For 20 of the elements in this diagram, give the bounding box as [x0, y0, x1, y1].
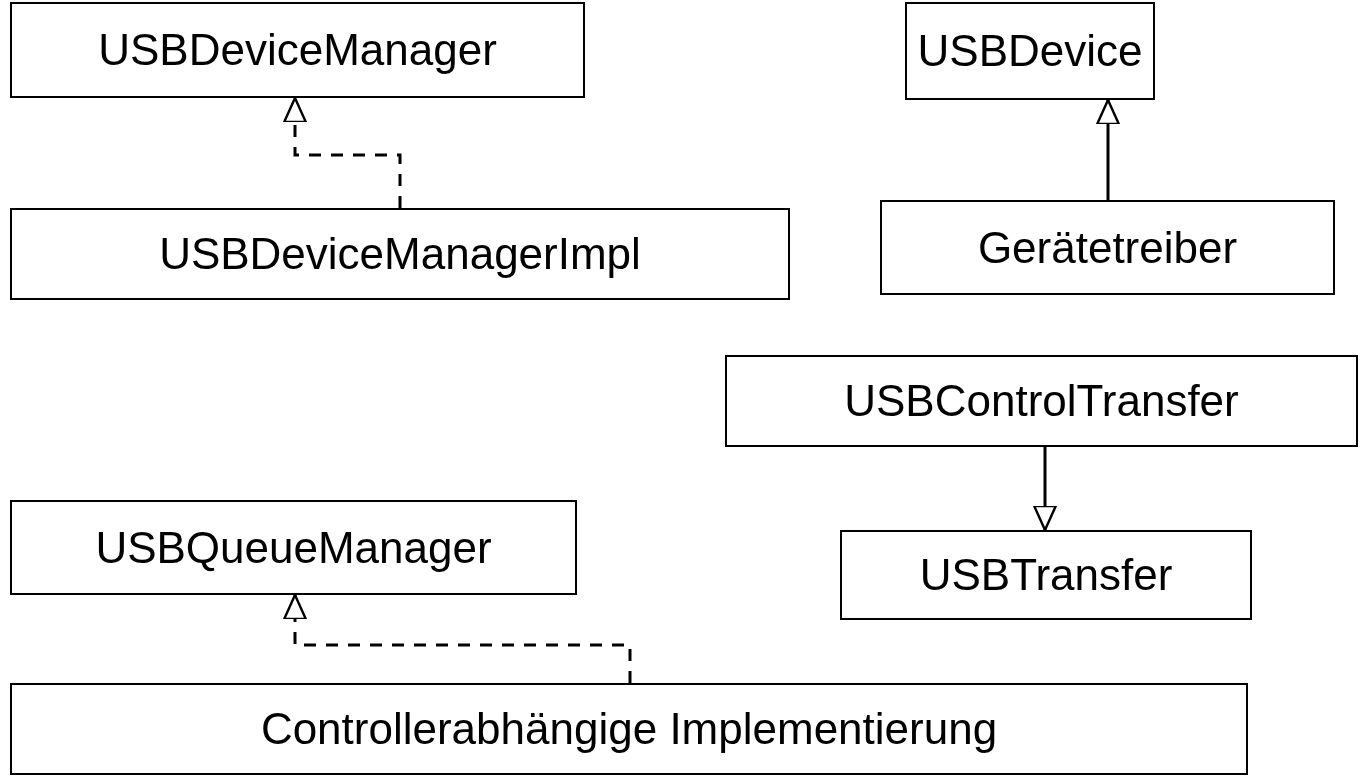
generalization-arrow [1033, 447, 1057, 532]
class-box [840, 530, 1252, 620]
class-box [880, 200, 1335, 295]
class-box [725, 355, 1358, 447]
class-name: USBDevice [917, 29, 1143, 73]
generalization-arrow [283, 96, 402, 208]
class-name: USBQueueManager [95, 525, 492, 570]
class-name: USBTransfer [919, 553, 1173, 597]
class-box [10, 208, 790, 300]
class-name: USBDeviceManagerImpl [159, 232, 641, 276]
generalization-arrow [1096, 98, 1120, 200]
class-box [10, 500, 577, 595]
class-name: USBControlTransfer [844, 379, 1239, 423]
class-name: Controllerabhängige Implementierung [260, 707, 998, 751]
class-name: USBDeviceManager [98, 28, 497, 72]
generalization-arrow [283, 593, 632, 683]
class-box [10, 2, 585, 98]
class-name: Gerätetreiber [977, 225, 1238, 270]
class-box [10, 683, 1248, 775]
class-box [905, 2, 1155, 100]
